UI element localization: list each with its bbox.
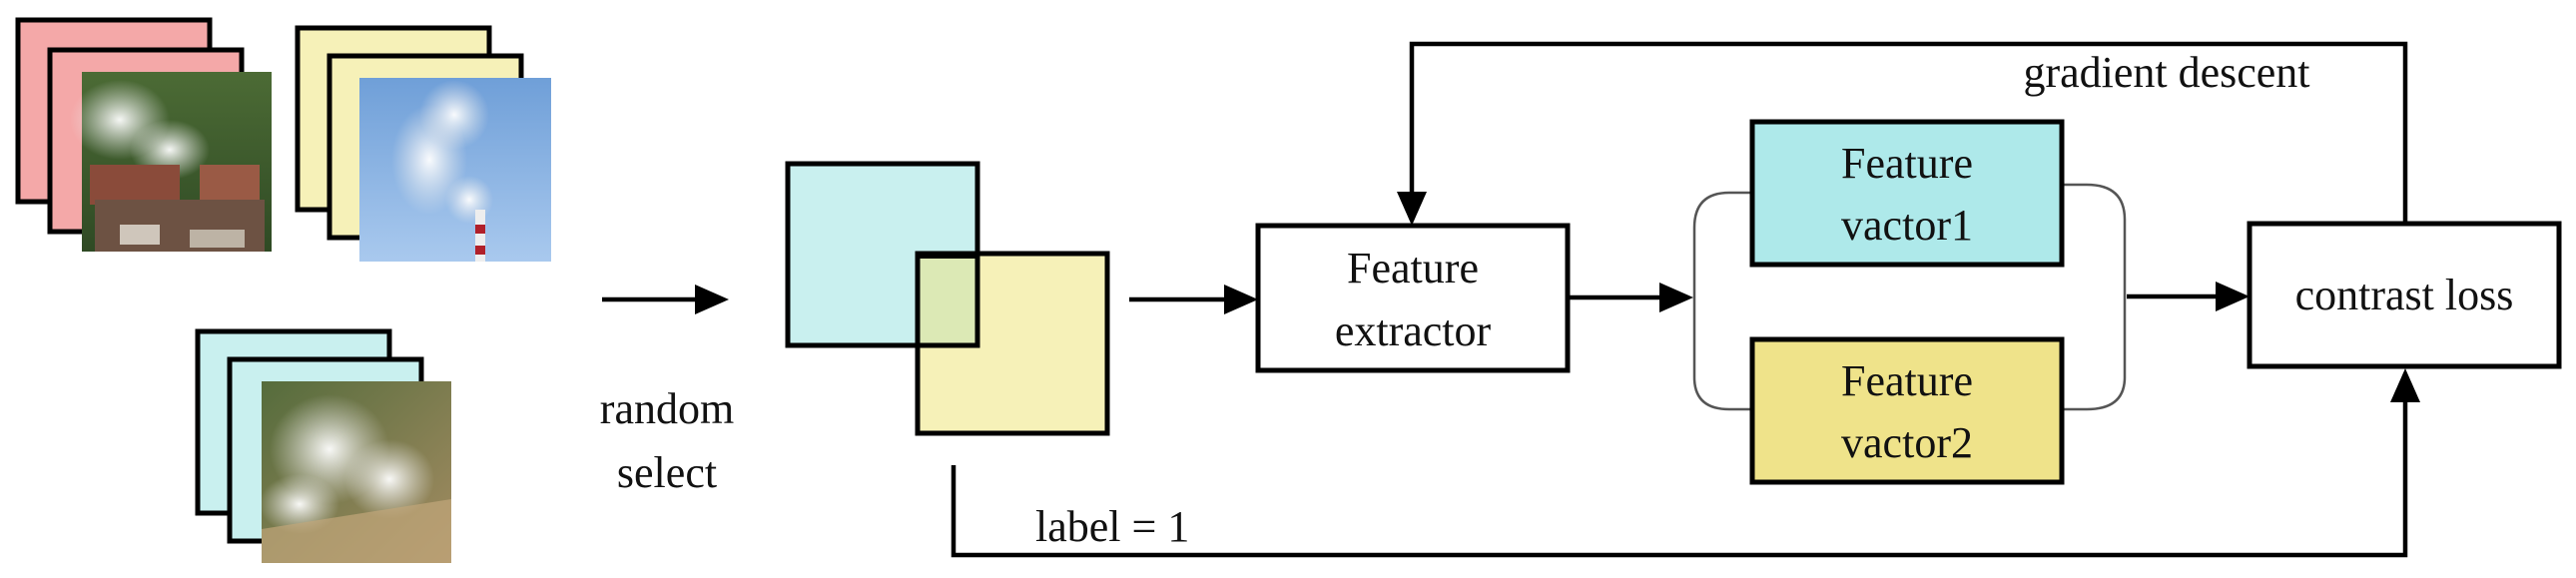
random-select-label-line2: select [617,448,717,497]
feature-extractor-label-line2: extractor [1335,306,1492,355]
image-stack-pink [15,17,272,252]
vectors-left-bracket [1692,191,1752,411]
selected-pair [785,161,1110,436]
random-select-arrow [602,285,729,314]
image-stack-cyan [195,328,451,563]
vectors-right-bracket [2064,183,2127,411]
arrow-to-contrast-loss [2127,282,2250,311]
feature-vector2-box: Feature vactor2 [1749,336,2065,485]
gradient-descent-loop [1397,41,2408,226]
feature-vector1-label-line1: Feature [1841,139,1973,188]
contrast-loss-label: contrast loss [2295,271,2514,319]
feature-extractor-label-line1: Feature [1347,244,1479,292]
overlap-border [920,254,980,348]
label-equals-one: label = 1 [1035,502,1189,551]
contrast-loss-box: contrast loss [2247,221,2562,369]
random-select-label-line1: random [600,384,734,433]
overlap-region [920,256,975,343]
feature-vector2-label-line2: vactor2 [1841,418,1973,467]
feature-extractor-box: Feature extractor [1255,223,1571,373]
feature-vector1-box: Feature vactor1 [1749,119,2065,268]
image-stack-yellow [295,25,551,262]
feature-vector1-label-line2: vactor1 [1841,201,1973,250]
arrow-to-vectors [1570,283,1693,312]
chimney-smoke-photo [359,78,551,262]
factory-smoke-photo [70,72,272,252]
label-path [951,368,2420,558]
feature-vector2-label-line1: Feature [1841,356,1973,405]
hillside-smoke-photo [260,381,451,563]
gradient-descent-label: gradient descent [2023,48,2309,97]
arrow-to-extractor [1129,285,1258,314]
